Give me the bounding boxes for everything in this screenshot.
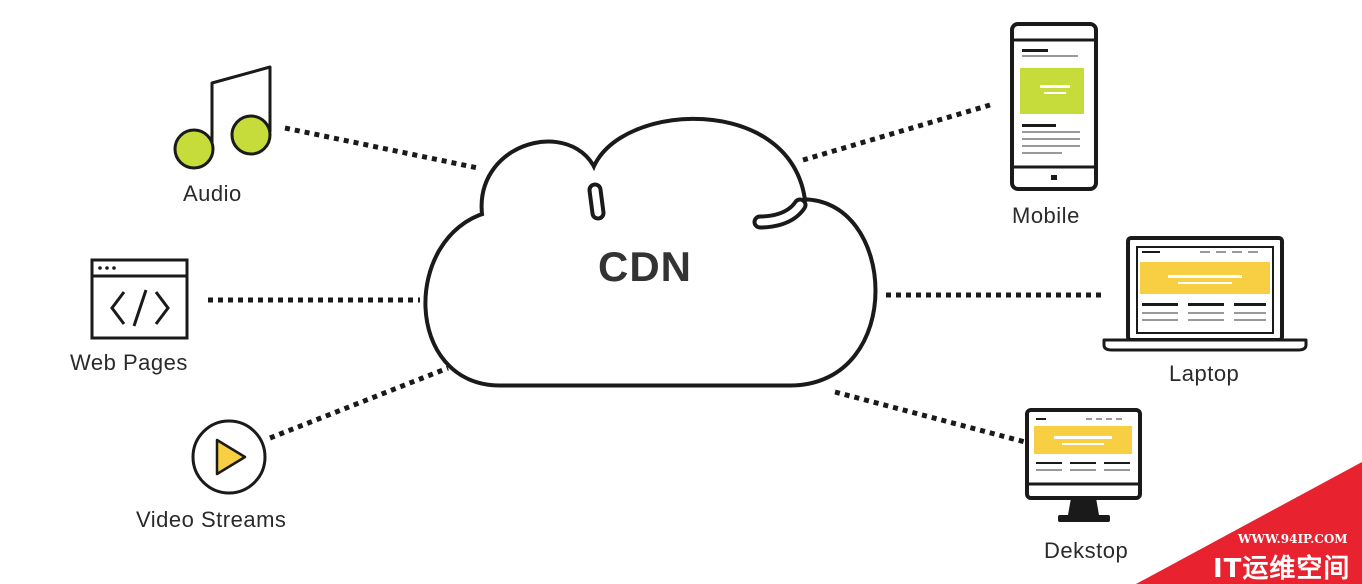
watermark-url: WWW.94IP.COM <box>1238 532 1348 546</box>
laptop-icon <box>1102 236 1308 352</box>
music-note-icon <box>173 65 272 170</box>
label-video-streams: Video Streams <box>136 507 287 532</box>
label-desktop: Dekstop <box>1044 538 1129 563</box>
desktop-monitor-icon <box>1025 408 1142 522</box>
play-circle-icon <box>191 419 267 495</box>
connector-video-streams <box>269 365 449 441</box>
connector-mobile <box>802 102 991 163</box>
mobile-phone-icon <box>1010 22 1098 191</box>
connector-audio <box>284 125 479 171</box>
connector-desktop <box>834 389 1026 445</box>
code-window-icon <box>90 258 189 340</box>
label-audio: Audio <box>183 181 242 206</box>
label-laptop: Laptop <box>1169 361 1240 386</box>
cdn-title: CDN <box>598 243 692 290</box>
label-web-pages: Web Pages <box>70 350 188 375</box>
cloud-icon <box>423 116 878 388</box>
watermark-name: IT运维空间 <box>1213 554 1351 584</box>
watermark-corner <box>1136 462 1362 584</box>
label-mobile: Mobile <box>1012 203 1080 228</box>
